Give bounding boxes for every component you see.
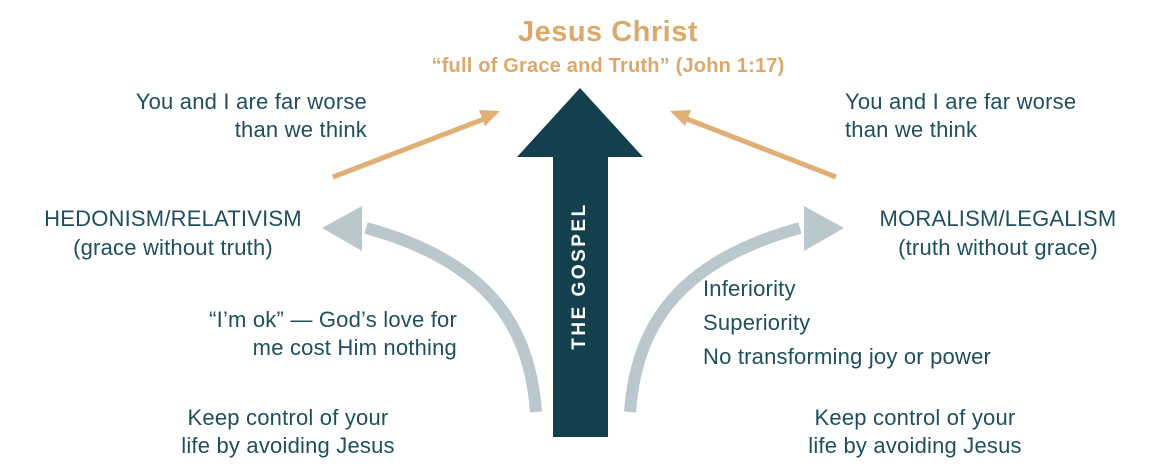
gold-arrow-left-shaft bbox=[332, 116, 485, 180]
hedonism-subtitle: (grace without truth) bbox=[73, 235, 273, 260]
curved-arrow-right-shaft bbox=[624, 222, 802, 413]
gold-arrow-right-head-icon bbox=[670, 110, 691, 126]
left-keep-control-line1: Keep control of your bbox=[187, 405, 389, 430]
right-keep-control-line2: life by avoiding Jesus bbox=[808, 433, 1022, 458]
right-far-worse-line2: than we think bbox=[845, 117, 978, 142]
moralism-label: MORALISM/LEGALISM (truth without grace) bbox=[833, 204, 1163, 262]
left-keep-control-line2: life by avoiding Jesus bbox=[181, 433, 395, 458]
right-far-worse-line1: You and I are far worse bbox=[845, 89, 1077, 114]
page-subtitle: “full of Grace and Truth” (John 1:17) bbox=[431, 55, 785, 77]
left-far-worse-line2: than we think bbox=[234, 117, 367, 142]
list-item: Inferiority bbox=[703, 276, 796, 301]
gold-arrow-left-head-icon bbox=[479, 110, 500, 126]
curved-arrow-left-head-icon bbox=[322, 206, 362, 251]
gold-arrow-right-shaft bbox=[686, 116, 837, 180]
left-far-worse-line1: You and I are far worse bbox=[135, 89, 367, 114]
right-keep-control-text: Keep control of your life by avoiding Je… bbox=[755, 404, 1075, 460]
curved-arrow-left-shaft bbox=[364, 222, 542, 413]
gospel-up-arrow-icon bbox=[517, 88, 643, 437]
left-far-worse-text: You and I are far worse than we think bbox=[136, 88, 367, 144]
right-consequences-list: Inferiority Superiority No transforming … bbox=[703, 272, 991, 374]
left-consequence-line2: me cost Him nothing bbox=[252, 335, 457, 360]
gospel-arrow-label: THE GOSPEL bbox=[569, 202, 590, 350]
moralism-subtitle: (truth without grace) bbox=[898, 235, 1098, 260]
hedonism-label: HEDONISM/RELATIVISM (grace without truth… bbox=[8, 204, 338, 262]
header-block: Jesus Christ “full of Grace and Truth” (… bbox=[398, 16, 818, 78]
list-item: No transforming joy or power bbox=[703, 344, 992, 369]
page-title: Jesus Christ bbox=[517, 16, 699, 48]
left-keep-control-text: Keep control of your life by avoiding Je… bbox=[128, 404, 448, 460]
curved-arrow-right-head-icon bbox=[804, 206, 844, 251]
right-keep-control-line1: Keep control of your bbox=[814, 405, 1016, 430]
left-consequence-line1: “I’m ok” — God’s love for bbox=[209, 307, 457, 332]
list-item: Superiority bbox=[703, 310, 811, 335]
left-consequence-text: “I’m ok” — God’s love for me cost Him no… bbox=[209, 306, 457, 362]
moralism-title: MORALISM/LEGALISM bbox=[879, 206, 1117, 231]
hedonism-title: HEDONISM/RELATIVISM bbox=[44, 206, 302, 231]
right-far-worse-text: You and I are far worse than we think bbox=[845, 88, 1076, 144]
